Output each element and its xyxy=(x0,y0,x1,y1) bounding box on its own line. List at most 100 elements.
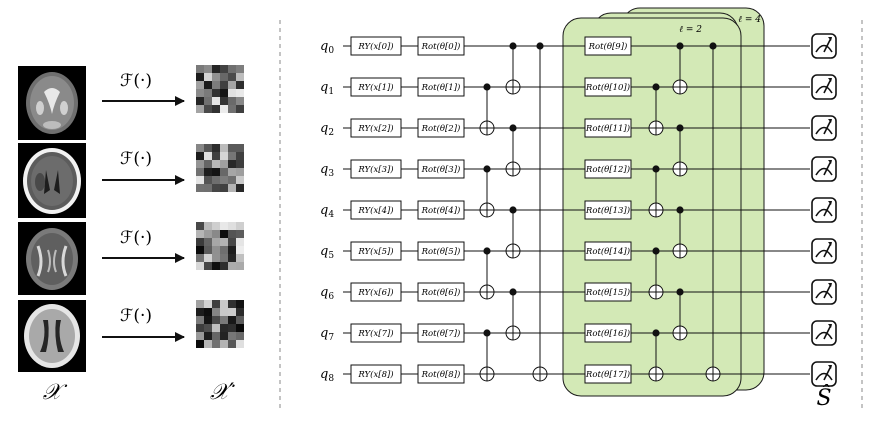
qubit-label: q8 xyxy=(320,367,334,384)
rotation-gate-label: Rot(θ[5]) xyxy=(421,246,461,257)
control-dot xyxy=(676,124,684,132)
qubit-label: q0 xyxy=(320,39,334,56)
layer-rotation-gate-label: Rot(θ[13]) xyxy=(585,205,630,216)
control-dot xyxy=(509,288,517,296)
control-dot xyxy=(483,329,491,337)
layer-rotation-gate: Rot(θ[15]) xyxy=(584,282,632,302)
encoding-gate-label: RY(x[2]) xyxy=(357,123,393,134)
pixel-grid-image xyxy=(196,65,244,113)
rotation-gate-label: Rot(θ[7]) xyxy=(421,328,461,339)
transform-arrow: ℱ(·) xyxy=(102,306,185,342)
layer-rotation-gate: Rot(θ[13]) xyxy=(584,200,632,220)
rotation-gate: Rot(θ[2]) xyxy=(417,118,465,138)
control-dot xyxy=(652,165,660,173)
layer-rotation-gate-label: Rot(θ[16]) xyxy=(585,328,630,339)
rotation-gate: Rot(θ[1]) xyxy=(417,77,465,97)
encoding-gate: RY(x[6]) xyxy=(350,282,402,302)
layer-label: ℓ = 2 xyxy=(679,25,702,35)
cnot-gate xyxy=(672,206,688,259)
cnot-gate xyxy=(505,288,521,341)
measurement-icon xyxy=(811,197,837,223)
layer-rotation-gate-label: Rot(θ[10]) xyxy=(585,82,630,93)
quantum-circuit: ℓ = 4ℓ = 3ℓ = 2q0q1q2q3q4q5q6q7q8RY(x[0]… xyxy=(320,7,837,411)
encoding-gate-label: RY(x[8]) xyxy=(357,369,393,380)
pixel-grid-image xyxy=(196,222,244,270)
rotation-gate: Rot(θ[0]) xyxy=(417,36,465,56)
transform-label: ℱ(·) xyxy=(120,149,152,169)
layer-rotation-gate-label: Rot(θ[12]) xyxy=(585,164,630,175)
layer-rotation-gate: Rot(θ[17]) xyxy=(584,364,632,384)
measurement-icon xyxy=(811,279,837,305)
cnot-gate xyxy=(505,206,521,259)
transform-label: ℱ(·) xyxy=(120,228,152,248)
cnot-gate xyxy=(505,42,521,95)
layer-rotation-gate: Rot(θ[12]) xyxy=(584,159,632,179)
measurement-icon xyxy=(811,33,837,59)
cnot-gate xyxy=(479,329,495,382)
cnot-gate xyxy=(648,83,664,136)
brain-scan-image xyxy=(18,66,86,140)
measurement-icon xyxy=(811,115,837,141)
control-dot xyxy=(483,83,491,91)
control-dot xyxy=(676,42,684,50)
layer-rotation-gate-label: Rot(θ[14]) xyxy=(585,246,630,257)
encoding-gate: RY(x[0]) xyxy=(350,36,402,56)
control-dot xyxy=(676,288,684,296)
layer-rotation-gate-label: Rot(θ[15]) xyxy=(585,287,630,298)
measurement-icon xyxy=(811,156,837,182)
measurement-icon xyxy=(811,320,837,346)
transform-arrow: ℱ(·) xyxy=(102,228,185,263)
control-dot xyxy=(509,42,517,50)
rotation-gate-label: Rot(θ[2]) xyxy=(421,123,461,134)
control-dot xyxy=(483,247,491,255)
brain-scan-image xyxy=(18,143,86,218)
encoding-gate: RY(x[4]) xyxy=(350,200,402,220)
rotation-gate: Rot(θ[4]) xyxy=(417,200,465,220)
control-dot xyxy=(676,206,684,214)
transform-label: ℱ(·) xyxy=(120,306,152,326)
qubit-label: q7 xyxy=(320,326,334,343)
encoding-gate: RY(x[8]) xyxy=(350,364,402,384)
layer-rotation-gate: Rot(θ[14]) xyxy=(584,241,632,261)
encoding-gate-label: RY(x[7]) xyxy=(357,328,393,339)
control-dot xyxy=(536,42,544,50)
transform-arrow: ℱ(·) xyxy=(102,149,185,185)
encoding-gate: RY(x[3]) xyxy=(350,159,402,179)
control-dot xyxy=(509,124,517,132)
rotation-gate: Rot(θ[5]) xyxy=(417,241,465,261)
cnot-gate xyxy=(672,42,688,95)
encoding-gate: RY(x[5]) xyxy=(350,241,402,261)
brain-scan-image xyxy=(18,300,86,372)
encoding-gate: RY(x[2]) xyxy=(350,118,402,138)
rotation-gate-label: Rot(θ[0]) xyxy=(421,41,461,52)
rotation-gate: Rot(θ[6]) xyxy=(417,282,465,302)
rotation-gate-label: Rot(θ[3]) xyxy=(421,164,461,175)
layer-rotation-gate-label: Rot(θ[11]) xyxy=(585,123,630,134)
control-dot xyxy=(483,165,491,173)
rotation-gate-label: Rot(θ[4]) xyxy=(421,205,461,216)
pixel-grid-image xyxy=(196,300,244,348)
rotation-gate: Rot(θ[8]) xyxy=(417,364,465,384)
encoding-gate: RY(x[1]) xyxy=(350,77,402,97)
qubit-label: q4 xyxy=(320,203,334,220)
control-dot xyxy=(652,329,660,337)
layer-rotation-gate-label: Rot(θ[9]) xyxy=(588,41,628,52)
encoding-gate-label: RY(x[5]) xyxy=(357,246,393,257)
output-label: Ŝ xyxy=(816,384,831,411)
downsampled-images xyxy=(196,65,244,348)
layer-rotation-gate: Rot(θ[11]) xyxy=(584,118,632,138)
transform-arrow: ℱ(·) xyxy=(102,71,185,106)
layer-rotation-gate-label: Rot(θ[17]) xyxy=(585,369,630,380)
cnot-gate xyxy=(479,83,495,136)
input-set-label: 𝒳 xyxy=(43,380,68,405)
cnot-gate xyxy=(648,247,664,300)
preprocessing-panel: ℱ(·) ℱ(·) ℱ(·) ℱ(·) 𝒳 𝒳′ xyxy=(18,65,244,405)
control-dot xyxy=(709,42,717,50)
layer-rotation-gate: Rot(θ[10]) xyxy=(584,77,632,97)
brain-scan-image xyxy=(18,222,86,295)
layer-rotation-gate: Rot(θ[16]) xyxy=(584,323,632,343)
rotation-gate-label: Rot(θ[1]) xyxy=(421,82,461,93)
encoding-gate: RY(x[7]) xyxy=(350,323,402,343)
